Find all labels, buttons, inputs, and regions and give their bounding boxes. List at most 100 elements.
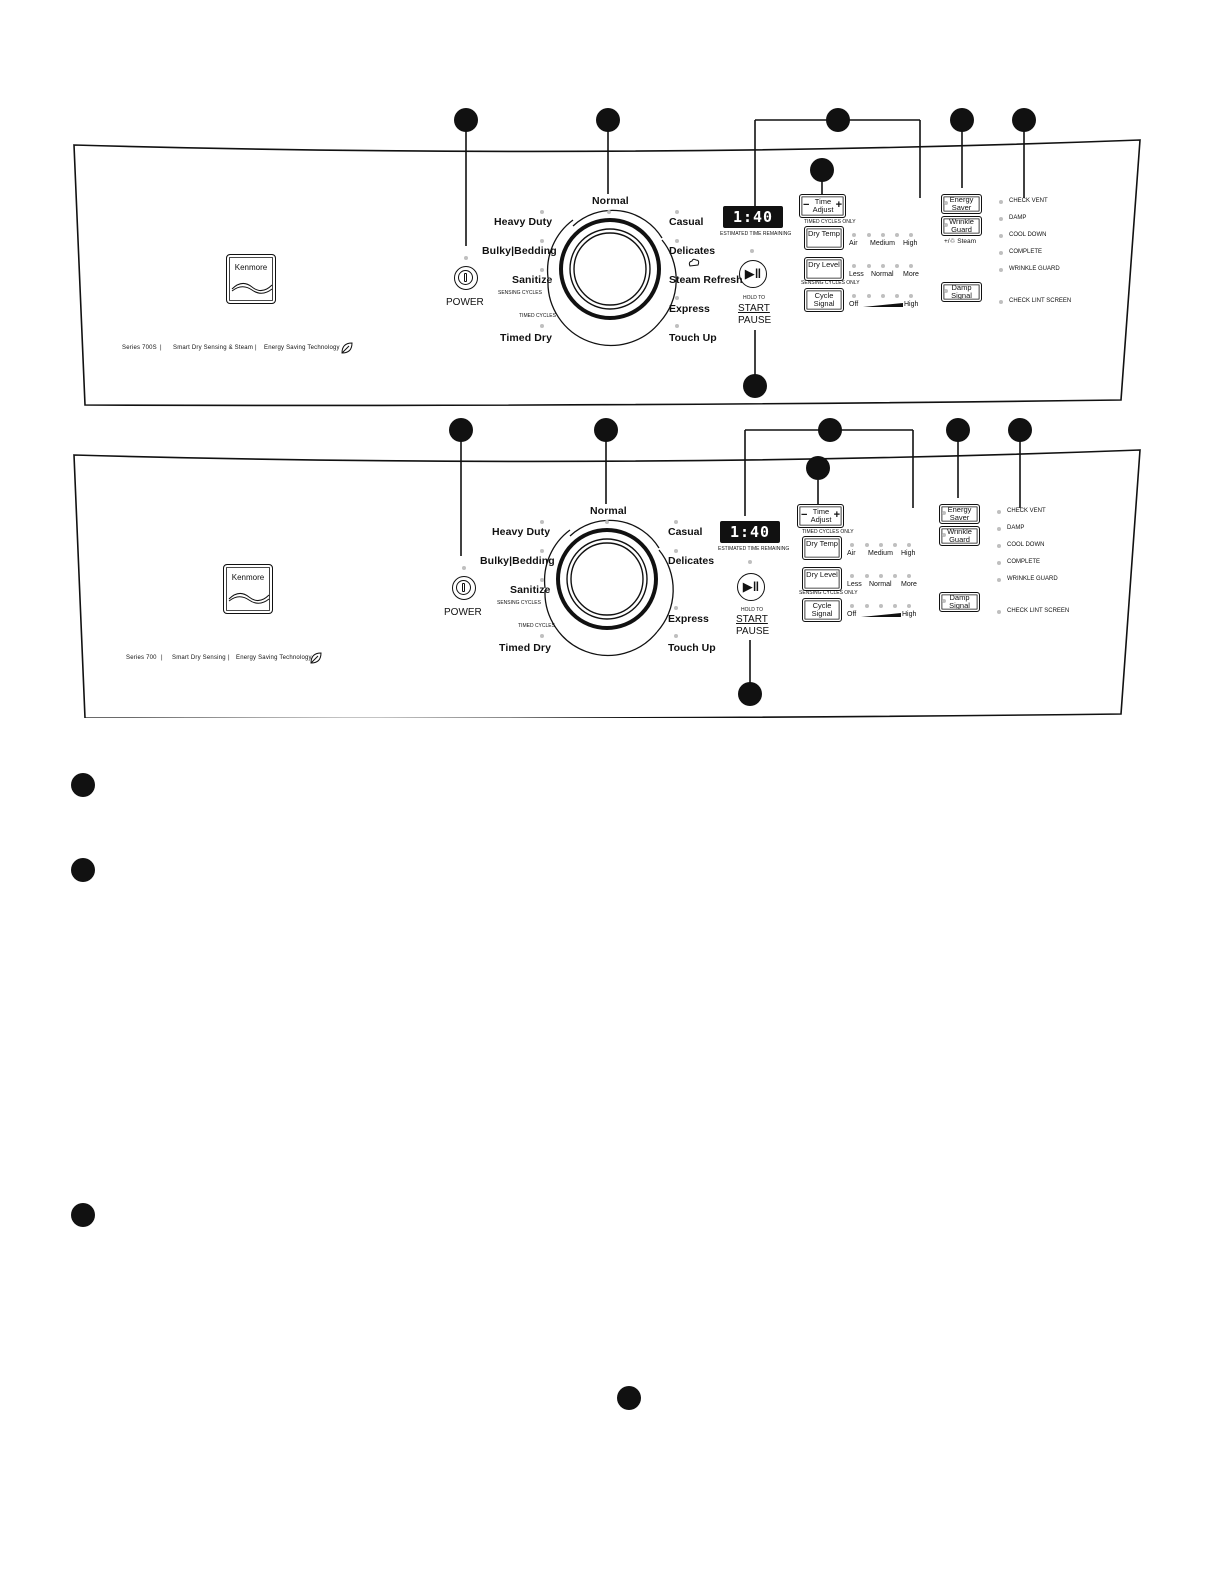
cycle-led xyxy=(540,520,544,524)
dry-temp-air: Air xyxy=(849,240,858,247)
kenmore-logo: Kenmore xyxy=(226,254,276,304)
cycle-timed-dry[interactable]: Timed Dry xyxy=(500,332,553,344)
cycle-delicates[interactable]: Delicates xyxy=(668,555,715,567)
power-button[interactable] xyxy=(454,266,478,290)
dry-temp-medium: Medium xyxy=(868,550,893,557)
logo-wave-icon xyxy=(231,283,273,294)
cycle-bulky-bedding[interactable]: Bulky|Bedding xyxy=(482,245,557,257)
cycle-steam-refresh[interactable]: Steam Refresh xyxy=(669,274,743,286)
logo-text: Kenmore xyxy=(231,573,265,582)
power-label: POWER xyxy=(446,297,484,308)
callout-marker xyxy=(826,108,850,132)
cycle-signal-button[interactable]: Cycle Signal xyxy=(804,288,844,312)
display-caption: ESTIMATED TIME REMAINING xyxy=(718,546,790,552)
sensing-cycles-label: SENSING CYCLES xyxy=(497,600,541,606)
pause-label: PAUSE xyxy=(738,315,772,326)
time-display: 1:40 xyxy=(723,206,783,228)
start-pause-button[interactable]: ▶‖ xyxy=(737,573,765,601)
callout-marker xyxy=(1012,108,1036,132)
status-complete: COMPLETE xyxy=(1009,249,1043,255)
cycle-led xyxy=(540,634,544,638)
energy-saver-button[interactable]: Energy Saver xyxy=(941,194,982,214)
cycle-touch-up[interactable]: Touch Up xyxy=(669,332,717,344)
power-led xyxy=(464,256,468,260)
time-adjust-button[interactable]: − Time Adjust + xyxy=(799,194,846,218)
cycle-normal[interactable]: Normal xyxy=(592,195,629,207)
power-button[interactable] xyxy=(452,576,476,600)
status-wrinkle-guard: WRINKLE GUARD xyxy=(1007,576,1058,582)
leaf-icon xyxy=(341,342,353,354)
damp-signal-button[interactable]: Damp Signal xyxy=(939,592,980,612)
cycle-heavy-duty[interactable]: Heavy Duty xyxy=(492,526,551,538)
time-adjust-button[interactable]: − Time Adjust + xyxy=(797,504,844,528)
callout-marker xyxy=(818,418,842,442)
callout-marker xyxy=(449,418,473,442)
callout-marker xyxy=(594,418,618,442)
energy-saver-led xyxy=(942,511,946,515)
power-led xyxy=(462,566,466,570)
cycle-bulky-bedding[interactable]: Bulky|Bedding xyxy=(480,555,555,567)
callout-marker xyxy=(71,1203,95,1227)
callout-marker xyxy=(454,108,478,132)
time-adjust-plus[interactable]: + xyxy=(835,199,842,211)
control-panel-700: Kenmore Series 700 | Smart Dry Sensing |… xyxy=(0,418,1225,718)
dry-level-button[interactable]: Dry Level xyxy=(804,257,844,281)
cycle-casual[interactable]: Casual xyxy=(669,216,704,228)
cycle-normal[interactable]: Normal xyxy=(590,505,627,517)
series-label: Series 700 xyxy=(126,655,157,661)
cycle-delicates[interactable]: Delicates xyxy=(669,245,716,257)
cycle-led xyxy=(540,578,544,582)
time-adjust-minus[interactable]: − xyxy=(803,199,810,211)
kenmore-logo: Kenmore xyxy=(223,564,273,614)
dry-temp-button[interactable]: Dry Temp xyxy=(802,536,842,560)
cycle-touch-up[interactable]: Touch Up xyxy=(668,642,716,654)
cycle-sanitize[interactable]: Sanitize xyxy=(512,274,553,286)
series-label: Series 700S xyxy=(122,345,157,351)
volume-ramp xyxy=(861,613,901,617)
callout-marker xyxy=(617,1386,641,1410)
sensing-cycles-label: SENSING CYCLES xyxy=(498,290,542,296)
time-adjust-plus[interactable]: + xyxy=(833,509,840,521)
dry-level-button[interactable]: Dry Level xyxy=(802,567,842,591)
cycle-heavy-duty[interactable]: Heavy Duty xyxy=(494,216,553,228)
dry-temp-high: High xyxy=(901,550,916,557)
cycle-sanitize[interactable]: Sanitize xyxy=(510,584,551,596)
cycle-express[interactable]: Express xyxy=(669,303,710,315)
wrinkle-guard-button[interactable]: Wrinkle Guard xyxy=(941,216,982,236)
dry-level-more: More xyxy=(901,581,917,588)
cycle-led xyxy=(540,268,544,272)
damp-signal-button[interactable]: Damp Signal xyxy=(941,282,982,302)
divider-2: | xyxy=(228,655,230,661)
cycle-led xyxy=(674,606,678,610)
wrinkle-guard-led xyxy=(944,223,948,227)
time-adjust-label: Time Adjust xyxy=(810,507,832,524)
status-cool-down: COOL DOWN xyxy=(1007,542,1045,548)
time-adjust-minus[interactable]: − xyxy=(801,509,808,521)
panel-outline xyxy=(73,429,1141,718)
start-pause-button[interactable]: ▶‖ xyxy=(739,260,767,288)
cycle-casual[interactable]: Casual xyxy=(668,526,703,538)
sensing-cycles-only-note: SENSING CYCLES ONLY xyxy=(801,280,860,286)
status-cool-down: COOL DOWN xyxy=(1009,232,1047,238)
cycle-led xyxy=(675,324,679,328)
divider-1: | xyxy=(160,345,162,351)
start-label: START xyxy=(738,303,770,314)
callout-marker xyxy=(1008,418,1032,442)
callout-marker xyxy=(810,158,834,182)
divider-2: | xyxy=(255,345,257,351)
cycle-signal-button[interactable]: Cycle Signal xyxy=(802,598,842,622)
dry-temp-button[interactable]: Dry Temp xyxy=(804,226,844,250)
cycle-express[interactable]: Express xyxy=(668,613,709,625)
timed-cycles-only-note: TIMED CYCLES ONLY xyxy=(804,219,856,225)
wrinkle-guard-button[interactable]: Wrinkle Guard xyxy=(939,526,980,546)
control-panel-700s: Kenmore Series 700S | Smart Dry Sensing … xyxy=(0,108,1225,407)
logo-wave-icon xyxy=(228,593,270,604)
energy-saver-button[interactable]: Energy Saver xyxy=(939,504,980,524)
wrinkle-steam-label: +/♲ Steam xyxy=(944,238,977,245)
cycle-signal-high: High xyxy=(904,301,919,308)
callout-marker xyxy=(738,682,762,706)
cycle-timed-dry[interactable]: Timed Dry xyxy=(499,642,552,654)
status-complete: COMPLETE xyxy=(1007,559,1041,565)
logo-text: Kenmore xyxy=(234,263,268,272)
dry-level-less: Less xyxy=(847,581,862,588)
